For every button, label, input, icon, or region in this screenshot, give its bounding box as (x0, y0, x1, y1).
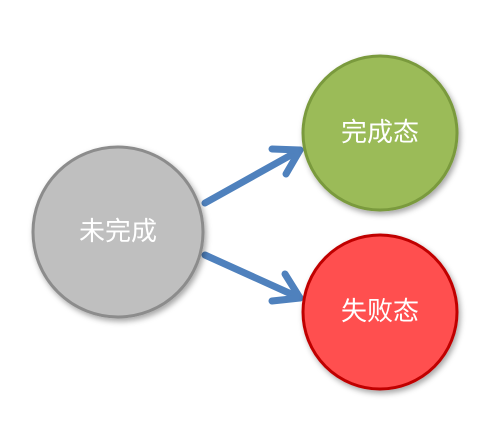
node-failed-label: 失败态 (341, 297, 419, 327)
node-completed-label: 完成态 (341, 118, 419, 148)
node-incomplete-label: 未完成 (79, 217, 157, 247)
node-failed-circle (301, 233, 459, 391)
node-incomplete-circle (31, 145, 205, 319)
arrow-to-failed (201, 251, 304, 305)
node-incomplete: 未完成 (31, 145, 205, 319)
node-completed-circle (301, 54, 459, 212)
node-failed: 失败态 (301, 233, 459, 391)
node-completed: 完成态 (301, 54, 459, 212)
arrow-to-completed (201, 145, 304, 207)
